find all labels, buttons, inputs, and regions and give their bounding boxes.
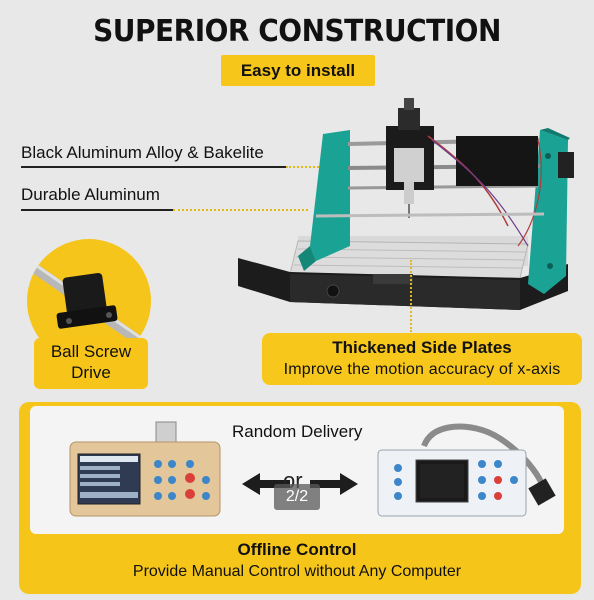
offline-controller-left [69, 421, 221, 517]
easy-install-badge: Easy to install [221, 55, 375, 86]
ball-screw-drawing [27, 257, 151, 354]
image-pager[interactable]: 2/2 [274, 484, 320, 510]
callout-frame-underline [21, 166, 286, 168]
offline-control-title: Offline Control [237, 540, 357, 559]
callout-frame-leader [286, 166, 342, 168]
side-plate-leader [410, 260, 412, 332]
side-plates-label: Thickened Side Plates Improve the motion… [262, 333, 582, 385]
offline-control-subtitle: Provide Manual Control without Any Compu… [132, 563, 462, 580]
cnc-machine-illustration [238, 98, 574, 310]
side-plates-subtitle: Improve the motion accuracy of x-axis [283, 361, 561, 378]
ball-screw-label-line1: Ball Screw [50, 342, 132, 361]
callout-rail-underline [21, 209, 173, 211]
ball-screw-label-line2: Drive [71, 363, 111, 382]
callout-frame-material: Black Aluminum Alloy & Bakelite [21, 143, 264, 162]
ball-screw-label: Ball Screw Drive [34, 338, 148, 389]
side-plates-title: Thickened Side Plates [332, 338, 512, 357]
offline-controller-right [377, 423, 556, 517]
callout-rail-material: Durable Aluminum [21, 185, 160, 204]
callout-rail-leader [173, 209, 308, 211]
double-arrow-icon [242, 473, 358, 495]
page-title: SUPERIOR CONSTRUCTION [93, 12, 501, 49]
random-delivery-text: Random Delivery [232, 422, 363, 441]
